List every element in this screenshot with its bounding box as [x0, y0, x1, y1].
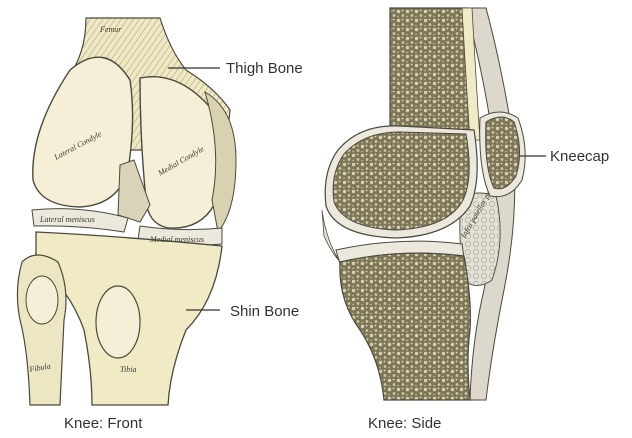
lateral-meniscus-etched-label: Lateral meniscus	[39, 215, 95, 224]
front-view-caption: Knee: Front	[64, 415, 143, 432]
side-knee-illustration: Infra patellar pad of fat Kneecap Knee: …	[322, 8, 609, 432]
tibial-tuberosity	[96, 286, 140, 358]
lateral-condyle	[33, 57, 133, 207]
side-view-caption: Knee: Side	[368, 415, 441, 432]
tibia-etched-label: Tibia	[120, 365, 136, 374]
side-femur-shaft	[390, 8, 472, 130]
fibula-head	[26, 276, 58, 324]
thigh-bone-label: Thigh Bone	[226, 60, 303, 77]
shin-bone-label: Shin Bone	[230, 303, 299, 320]
kneecap-label: Kneecap	[550, 148, 609, 165]
side-femoral-condyle	[333, 132, 469, 230]
side-patella	[486, 117, 520, 189]
femur-etched-label: Femur	[99, 25, 122, 34]
front-knee-illustration: Femur Lateral Condyle Medial Condyle Lat…	[17, 18, 302, 432]
medial-meniscus-etched-label: Medial meniscus	[149, 235, 204, 244]
side-tibia	[340, 253, 471, 400]
